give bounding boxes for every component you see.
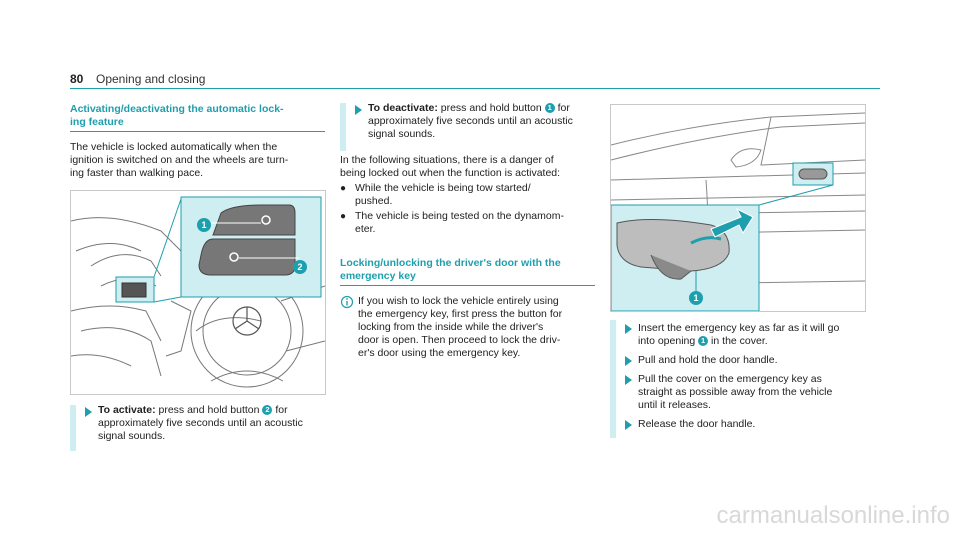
text-line: The vehicle is being tested on the dynam… [355, 210, 564, 222]
title-line: emergency key [340, 270, 416, 282]
text-line: approximately five seconds until an acou… [368, 115, 573, 127]
section-rule [340, 285, 595, 286]
page-number: 80 [70, 72, 84, 86]
bullet-icon: ● [340, 211, 347, 222]
title-line: Locking/unlocking the driver's door with… [340, 257, 561, 269]
section-rule [70, 131, 325, 132]
info-note: If you wish to lock the vehicle entirely… [358, 295, 598, 360]
page-header: 80 Opening and closing [70, 72, 880, 89]
text-line: Pull the cover on the emergency key as [638, 373, 822, 385]
text-span: into opening [638, 335, 699, 347]
callout-1: 1 [689, 291, 703, 305]
list-item: While the vehicle is being tow started/ … [355, 182, 531, 208]
step-release-handle: Release the door handle. [638, 418, 878, 431]
instruction-bar [70, 405, 76, 451]
step-label: To deactivate: [368, 102, 438, 114]
info-note-icon [340, 295, 354, 309]
step-arrow-icon [625, 356, 632, 366]
text-line: signal sounds. [368, 128, 436, 140]
interior-lock-button-illustration: 1 2 [70, 190, 326, 395]
text-line: Pull and hold the door handle. [638, 354, 778, 366]
step-label: To activate: [98, 404, 156, 416]
list-item: The vehicle is being tested on the dynam… [355, 210, 564, 236]
deactivate-step: To deactivate: press and hold button 1 f… [368, 102, 598, 141]
text-span: press and hold button [155, 404, 263, 416]
step-pull-cover: Pull the cover on the emergency key as s… [638, 373, 878, 412]
step-arrow-icon [625, 375, 632, 385]
text-line: ignition is switched on and the wheels a… [70, 154, 289, 166]
callout-badge: 1 [544, 103, 555, 113]
text-line: straight as possible away from the vehic… [638, 386, 833, 398]
text-line: approximately five seconds until an acou… [98, 417, 303, 429]
text-line: Release the door handle. [638, 418, 756, 430]
header-rule [70, 88, 880, 89]
activate-step: To activate: press and hold button 2 for… [98, 404, 338, 443]
text-line: eter. [355, 223, 376, 235]
text-line: In the following situations, there is a … [340, 154, 554, 166]
situation-list: ● While the vehicle is being tow started… [340, 182, 600, 236]
callout-badge: 2 [262, 405, 273, 415]
bullet-icon: ● [340, 183, 347, 194]
step-arrow-icon [355, 105, 362, 115]
title-line: ing feature [70, 116, 124, 128]
text-line: into opening 1 in the cover. [638, 335, 878, 348]
text-line: the emergency key, first press the butto… [358, 308, 563, 320]
door-handle-illustration: 1 [610, 104, 866, 312]
text-line: To deactivate: press and hold button 1 f… [368, 102, 598, 115]
danger-paragraph: In the following situations, there is a … [340, 154, 600, 180]
text-line: door is open. Then proceed to lock the d… [358, 334, 561, 346]
door-sketch [611, 112, 865, 311]
text-span: for [554, 102, 570, 114]
step-arrow-icon [625, 324, 632, 334]
text-line: until it releases. [638, 399, 711, 411]
text-span: press and hold button [437, 102, 545, 114]
text-line: locking from the inside while the driver… [358, 321, 544, 333]
callout-1: 1 [197, 218, 211, 232]
text-line: er's door using the emergency key. [358, 347, 521, 359]
instruction-bar [610, 320, 616, 438]
callout-badge: 1 [698, 336, 709, 346]
section-title-emergency-key: Locking/unlocking the driver's door with… [340, 257, 600, 283]
callout-2: 2 [293, 260, 307, 274]
title-line: Activating/deactivating the automatic lo… [70, 103, 284, 115]
section-name: Opening and closing [96, 72, 206, 86]
step-arrow-icon [625, 420, 632, 430]
step-pull-handle: Pull and hold the door handle. [638, 354, 878, 367]
interior-sketch [71, 196, 325, 388]
instruction-bar [340, 103, 346, 151]
text-line: To activate: press and hold button 2 for [98, 404, 338, 417]
text-line: ing faster than walking pace. [70, 167, 204, 179]
text-line: pushed. [355, 195, 393, 207]
step-insert-key: Insert the emergency key as far as it wi… [638, 322, 878, 348]
section-title-automatic-locking: Activating/deactivating the automatic lo… [70, 103, 330, 129]
text-span: for [272, 404, 288, 416]
text-line: While the vehicle is being tow started/ [355, 182, 531, 194]
watermark: carmanualsonline.info [716, 502, 950, 529]
text-line: being locked out when the function is ac… [340, 167, 561, 179]
text-line: Insert the emergency key as far as it wi… [638, 322, 840, 334]
text-line: The vehicle is locked automatically when… [70, 141, 278, 153]
step-arrow-icon [85, 407, 92, 417]
text-line: signal sounds. [98, 430, 166, 442]
text-span: in the cover. [708, 335, 768, 347]
text-line: If you wish to lock the vehicle entirely… [358, 295, 559, 307]
intro-paragraph: The vehicle is locked automatically when… [70, 141, 330, 180]
